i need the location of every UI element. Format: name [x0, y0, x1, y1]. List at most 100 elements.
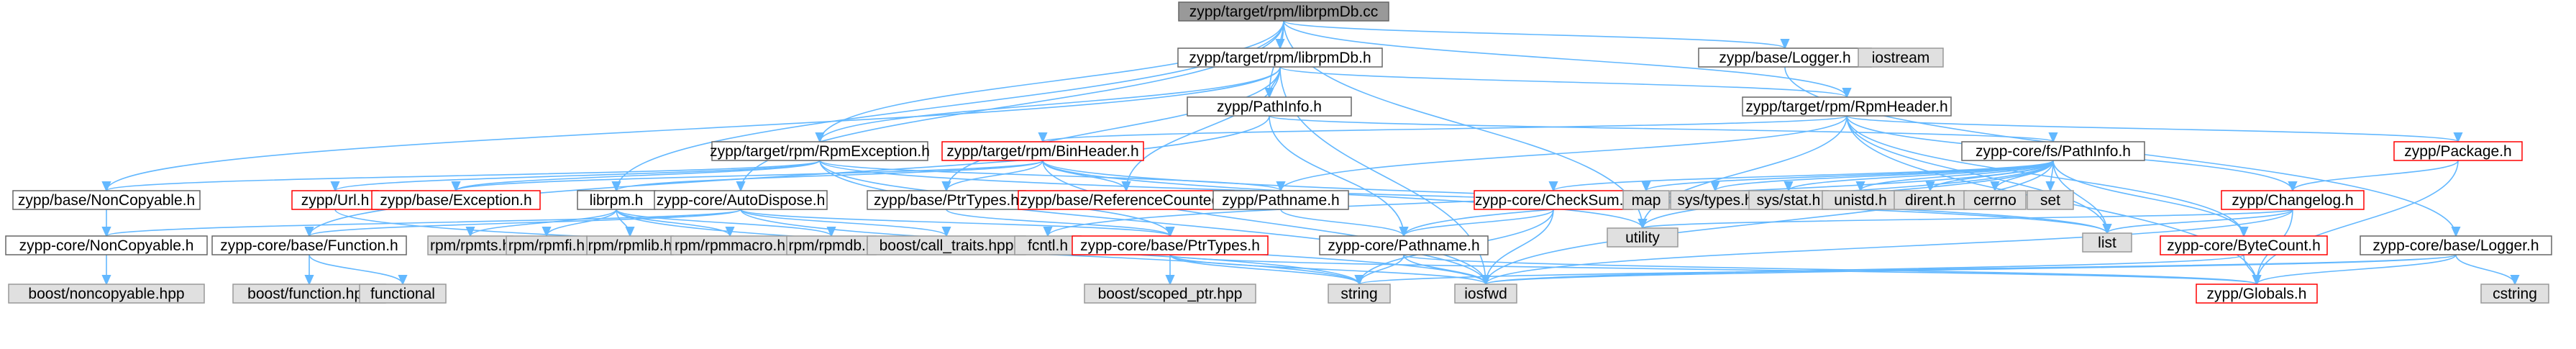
- node-globals[interactable]: zypp/Globals.h: [2196, 284, 2318, 304]
- node-rpmrpmlib: rpm/rpmlib.h: [586, 235, 674, 255]
- edge-corefs_pathinfo-to-sysstat: [1789, 160, 2054, 191]
- node-pathname-h[interactable]: zypp/Pathname.h: [1212, 190, 1349, 210]
- node-label: rpm/rpmdb.h: [788, 237, 874, 254]
- node-box: [786, 235, 877, 255]
- edge-rpmheader_h-to-pathname_h: [1281, 115, 1847, 191]
- node-unistd: unistd.h: [1822, 190, 1899, 210]
- node-label: rpm/rpmlib.h: [588, 237, 672, 254]
- node-core-noncopyable[interactable]: zypp-core/NonCopyable.h: [5, 235, 208, 255]
- edge-binheader_h-to-iosfwd: [1042, 160, 1486, 284]
- edge-core_bytecount-to-iosfwd: [1486, 254, 2244, 284]
- node-core-ptrtypes[interactable]: zypp-core/base/PtrTypes.h: [1072, 235, 1269, 255]
- edge-root-to-base_logger: [1283, 20, 1785, 48]
- node-label: iosfwd: [1464, 286, 1507, 302]
- node-box: [1963, 190, 2027, 210]
- node-core-bytecount[interactable]: zypp-core/ByteCount.h: [2160, 235, 2328, 255]
- node-librpmdb-h[interactable]: zypp/target/rpm/librpmDb.h: [1177, 47, 1383, 68]
- node-librpm-h[interactable]: librpm.h: [577, 190, 656, 210]
- node-root[interactable]: zypp/target/rpm/librpmDb.cc: [1178, 1, 1389, 22]
- node-autodispose[interactable]: zypp-core/AutoDispose.h: [654, 190, 828, 210]
- edge-rpmheader_h-to-binheader_h: [1043, 115, 1847, 142]
- node-box: [1858, 47, 1944, 68]
- node-core-function[interactable]: zypp-core/base/Function.h: [211, 235, 407, 255]
- edge-librpm_h-to-rpmrpmmacro: [616, 209, 730, 236]
- node-label: string: [1340, 286, 1377, 302]
- node-label: sys/types.h: [1677, 192, 1753, 209]
- edge-librpmdb_h-to-rpmexception_h: [820, 66, 1281, 142]
- node-checksum[interactable]: zypp-core/CheckSum.h: [1474, 190, 1633, 210]
- node-base-refcounted[interactable]: zypp/base/ReferenceCounted.h: [1018, 190, 1235, 210]
- edge-librpm_h-to-rpmrpmfi: [547, 209, 617, 236]
- node-url-h[interactable]: zypp/Url.h: [291, 190, 379, 210]
- node-box: [711, 141, 928, 161]
- node-box: [2027, 190, 2074, 210]
- node-base-exception[interactable]: zypp/base/Exception.h: [371, 190, 541, 210]
- node-label: sys/stat.h: [1757, 192, 1821, 209]
- node-core-pathname[interactable]: zypp-core/Pathname.h: [1319, 235, 1489, 255]
- node-iostream: iostream: [1858, 47, 1944, 68]
- node-box: [1670, 190, 1760, 210]
- node-package-h[interactable]: zypp/Package.h: [2393, 141, 2523, 161]
- node-label: zypp/base/Exception.h: [380, 192, 531, 209]
- node-label: zypp-core/fs/PathInfo.h: [1976, 143, 2131, 160]
- node-cerrno: cerrno: [1963, 190, 2027, 210]
- node-box: [506, 235, 588, 255]
- node-label: zypp-core/NonCopyable.h: [19, 237, 194, 254]
- node-iosfwd: iosfwd: [1454, 284, 1517, 304]
- edge-autodispose-to-boost_calltraits: [740, 209, 946, 236]
- node-box: [1961, 141, 2145, 161]
- node-base-logger[interactable]: zypp/base/Logger.h: [1698, 47, 1872, 68]
- edge-pathinfo_h-to-corefs_pathinfo: [1269, 115, 2053, 142]
- edge-rpmexception_h-to-url_h: [335, 160, 821, 191]
- edge-checksum-to-iosfwd: [1486, 209, 1554, 284]
- node-label: zypp/target/rpm/RpmHeader.h: [1745, 99, 1947, 115]
- edge-core_ptrtypes-to-globals: [1169, 254, 2257, 284]
- node-base-noncopyable[interactable]: zypp/base/NonCopyable.h: [12, 190, 201, 210]
- node-label: cerrno: [1973, 192, 2017, 209]
- node-changelog[interactable]: zypp/Changelog.h: [2221, 190, 2365, 210]
- node-label: rpm/rpmmacro.h: [675, 237, 785, 254]
- node-label: zypp-core/base/Logger.h: [2372, 237, 2539, 254]
- node-rpmexception-h[interactable]: zypp/target/rpm/RpmException.h: [710, 141, 930, 161]
- node-string: string: [1328, 284, 1391, 304]
- edge-corefs_pathinfo-to-core_bytecount: [2052, 160, 2244, 236]
- edge-autodispose-to-core_ptrtypes: [740, 209, 1170, 236]
- node-box: [586, 235, 674, 255]
- node-cstring: cstring: [2480, 284, 2549, 304]
- edge-binheader_h-to-base_exception: [456, 160, 1043, 191]
- node-base-ptrtypes[interactable]: zypp/base/PtrTypes.h: [867, 190, 1026, 210]
- edge-core_ptrtypes-to-iosfwd: [1169, 254, 1486, 284]
- edge-librpmdb_h-to-base_noncopyable: [106, 66, 1281, 191]
- node-box: [670, 235, 790, 255]
- node-box: [1698, 47, 1872, 68]
- node-box: [654, 190, 828, 210]
- edge-pathname_h-to-core_pathname: [1280, 209, 1404, 236]
- node-label: zypp-core/base/Function.h: [220, 237, 398, 254]
- node-box: [1177, 47, 1383, 68]
- node-label: dirent.h: [1905, 192, 1955, 209]
- node-corefs-pathinfo[interactable]: zypp-core/fs/PathInfo.h: [1961, 141, 2145, 161]
- node-systypes: sys/types.h: [1670, 190, 1760, 210]
- node-label: zypp/target/rpm/librpmDb.cc: [1189, 4, 1379, 20]
- node-pathinfo-h[interactable]: zypp/PathInfo.h: [1187, 96, 1352, 117]
- node-box: [371, 190, 541, 210]
- edge-corefs_pathinfo-to-checksum: [1553, 160, 2054, 191]
- dependency-nodes: zypp/target/rpm/librpmDb.cc zypp/target/r…: [5, 1, 2552, 304]
- node-box: [941, 141, 1144, 161]
- node-core-logger[interactable]: zypp-core/base/Logger.h: [2360, 235, 2552, 255]
- node-label: map: [1632, 192, 1661, 209]
- node-list: list: [2082, 232, 2132, 253]
- node-fcntl: fcntl.h: [1014, 235, 1082, 255]
- node-map: map: [1622, 190, 1670, 210]
- edge-autodispose-to-core_function: [309, 209, 741, 236]
- node-label: boost/function.hpp: [247, 286, 371, 302]
- node-box: [1622, 190, 1670, 210]
- node-label: zypp/Changelog.h: [2232, 192, 2353, 209]
- node-box: [2360, 235, 2552, 255]
- node-boost-calltraits: boost/call_traits.hpp: [867, 235, 1026, 255]
- node-rpmheader-h[interactable]: zypp/target/rpm/RpmHeader.h: [1742, 96, 1952, 117]
- node-box: [2196, 284, 2318, 304]
- node-binheader-h[interactable]: zypp/target/rpm/BinHeader.h: [941, 141, 1144, 161]
- node-box: [2393, 141, 2523, 161]
